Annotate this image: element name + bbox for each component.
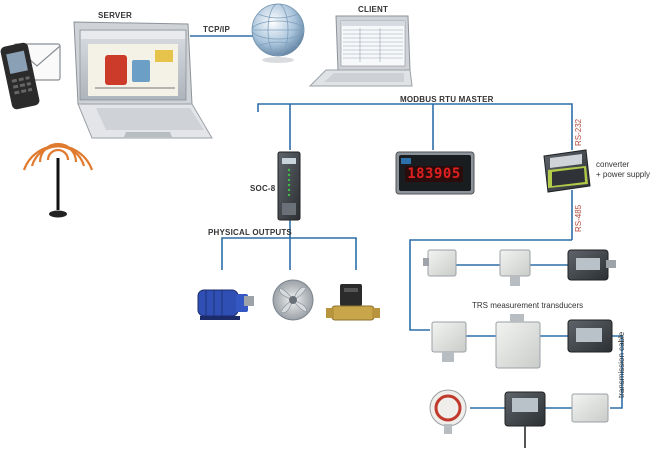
physical-outputs-label: PHYSICAL OUTPUTS — [208, 228, 292, 237]
converter-device — [543, 149, 591, 193]
transmission-cable-label: transmission cable — [617, 331, 626, 398]
transducer-8 — [504, 391, 546, 448]
transducer-7 — [429, 389, 467, 434]
valve-icon — [326, 284, 380, 321]
converter-label: converter — [596, 160, 630, 169]
modbus-line — [257, 103, 573, 150]
tcpip-label: TCP/IP — [203, 25, 230, 34]
transducer-2 — [499, 249, 531, 286]
transducer-3 — [567, 249, 616, 281]
antenna-icon — [22, 142, 94, 218]
globe-icon — [251, 3, 305, 63]
transducer-1 — [423, 249, 457, 277]
client-laptop — [308, 15, 413, 87]
soc8-label: SOC-8 — [250, 184, 276, 193]
fan-icon — [272, 279, 314, 321]
client-label: CLIENT — [358, 5, 389, 14]
meter-reading: 183905 — [407, 166, 461, 182]
transducer-5 — [495, 314, 541, 369]
trs-label: TRS measurement transducers — [472, 301, 584, 310]
panel-meter — [395, 151, 475, 195]
server-label: SERVER — [98, 11, 132, 20]
phone-icon — [0, 42, 40, 110]
rs232-label: RS-232 — [574, 118, 583, 146]
transducer-6 — [567, 319, 613, 353]
rs485-label: RS-485 — [574, 204, 583, 232]
pump-icon — [197, 289, 254, 320]
outputs-bus — [221, 220, 291, 270]
soc8-module — [277, 151, 301, 221]
transducer-9 — [571, 393, 609, 423]
power-supply-label: + power supply — [596, 170, 650, 179]
transducer-4 — [431, 321, 467, 362]
server-laptop — [73, 21, 213, 139]
bus-lines — [190, 35, 623, 409]
modbus-label: MODBUS RTU MASTER — [400, 95, 494, 104]
